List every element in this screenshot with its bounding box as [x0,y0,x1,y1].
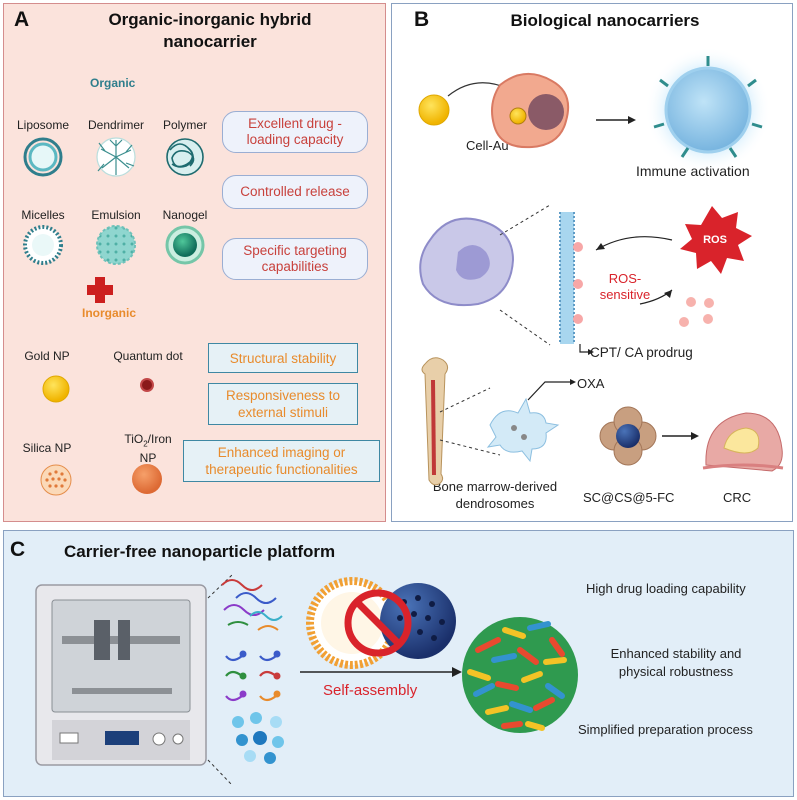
tio2-text: TiO [124,432,144,446]
benefit-structural-stability: Structural stability [208,343,358,373]
panel-a-title: Organic-inorganic hybrid nanocarrier [60,9,360,53]
benefit-responsiveness-line1: Responsiveness to [225,388,341,403]
feature-simplified-preparation: Simplified preparation process [578,722,753,737]
benefit-responsiveness-line2: external stimuli [237,405,329,420]
dendrosomes-line2: dendrosomes [455,496,535,511]
tio2-iron-np-label: TiO2/Iron NP [112,432,184,466]
benefit-controlled-release: Controlled release [222,175,368,209]
panel-c-letter: C [10,538,26,561]
benefit-drug-loading-line2: loading capacity [246,132,344,147]
ros-sensitive-line1: ROS- [608,271,642,286]
crc-label: CRC [723,490,752,505]
feature-enhanced-stability: Enhanced stability and physical robustne… [586,645,766,681]
np-text: NP [139,451,157,466]
iron-text: /Iron [147,432,172,446]
dendrimer-label: Dendrimer [87,118,144,132]
benefit-responsiveness: Responsiveness to external stimuli [208,383,358,425]
micelles-label: Micelles [21,208,65,222]
benefit-drug-loading: Excellent drug - loading capacity [222,111,368,153]
panel-a-title-line2: nanocarrier [163,32,257,51]
sc-cs-5fc-label: SC@CS@5-FC [583,490,675,505]
dendrosomes-line1: Bone marrow-derived [432,479,558,494]
panel-c-title: Carrier-free nanoparticle platform [64,542,336,561]
nanogel-label: Nanogel [162,208,208,222]
liposome-label: Liposome [16,118,70,132]
benefit-targeting-line1: Specific targeting [243,243,347,258]
ros-sensitive-line2: sensitive [599,287,651,302]
dendrosomes-label: Bone marrow-derived dendrosomes [420,478,570,512]
benefit-specific-targeting: Specific targeting capabilities [222,238,368,280]
prodrug-label: CPT/ CA prodrug [590,345,693,360]
polymer-label: Polymer [162,118,207,132]
gold-np-label: Gold NP [24,349,70,363]
tio2-subscript: 2 [143,439,148,449]
benefit-targeting-line2: capabilities [261,259,329,274]
benefit-imaging-line1: Enhanced imaging or [217,445,346,460]
cell-au-label: Cell-Au [466,138,509,153]
feature-high-drug-loading: High drug loading capability [586,581,746,596]
feature-stability-line2: physical robustness [618,664,734,679]
emulsion-label: Emulsion [91,208,141,222]
self-assembly-label: Self-assembly [323,682,418,699]
panel-b-letter: B [414,8,430,31]
panel-a-title-line1: Organic-inorganic hybrid [108,10,312,29]
organic-label: Organic [90,76,136,90]
feature-stability-line1: Enhanced stability and [610,646,742,661]
benefit-enhanced-imaging: Enhanced imaging or therapeutic function… [183,440,380,482]
benefit-drug-loading-line1: Excellent drug - [248,116,342,131]
quantum-dot-label: Quantum dot [113,349,183,363]
ros-sensitive-label: ROS- sensitive [590,271,660,303]
panel-b-title: Biological nanocarriers [510,11,700,30]
immune-activation-label: Immune activation [636,163,750,179]
inorganic-label: Inorganic [82,306,137,320]
silica-np-label: Silica NP [22,441,72,455]
oxa-label: OXA [577,376,605,391]
panel-a-letter: A [14,8,30,31]
panel-b [391,3,793,522]
benefit-imaging-line2: therapeutic functionalities [205,462,358,477]
